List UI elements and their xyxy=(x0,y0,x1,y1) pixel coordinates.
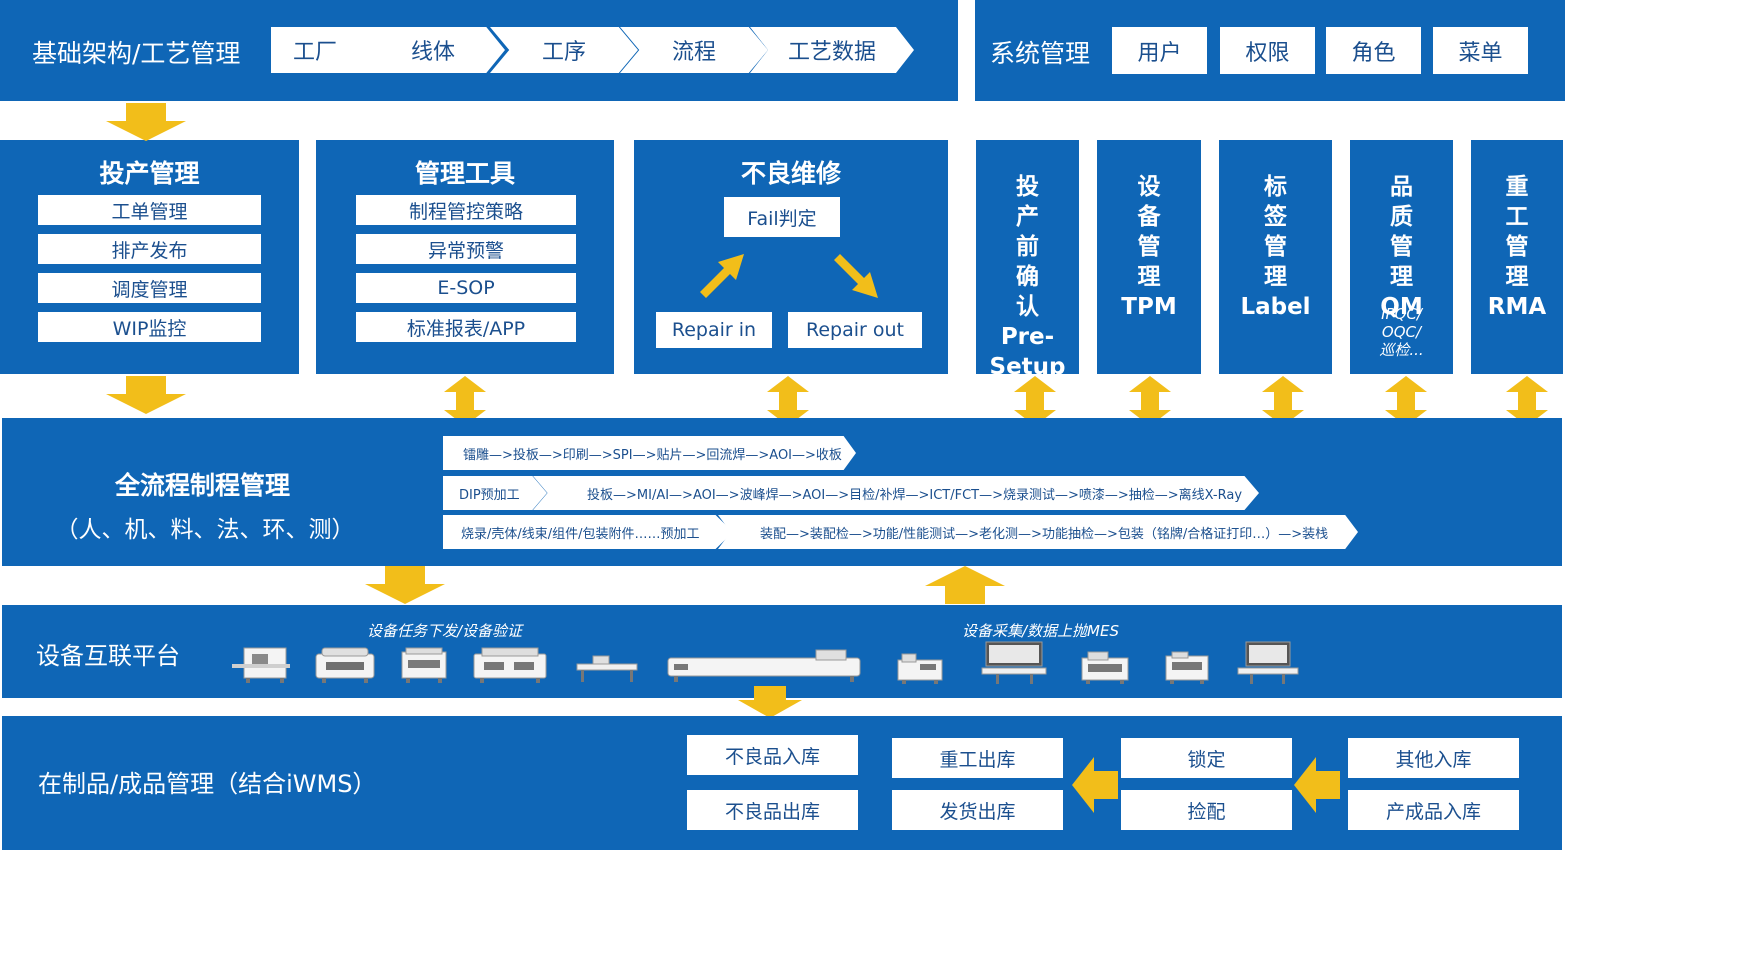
process-management-title: 基础架构/工艺管理 xyxy=(32,39,241,68)
down-arrow-top xyxy=(106,103,186,141)
wip-other-in-button[interactable]: 其他入库 xyxy=(1348,738,1519,778)
flow-dip-pre: DIP预加工 xyxy=(443,476,547,510)
double-arrow-tpm xyxy=(1129,376,1171,426)
down-arrow-production xyxy=(106,376,186,414)
step-operation[interactable]: 工序 xyxy=(490,27,638,73)
flow-assembly-pre: 烧录/壳体/线束/组件/包装附件……预加工 xyxy=(443,515,733,549)
label-mgmt-label: 标 签 管 理 Label xyxy=(1240,174,1311,320)
tpm-panel xyxy=(1097,140,1201,374)
ict-tester-icon xyxy=(897,653,943,684)
repair-title: 不良维修 xyxy=(740,159,841,188)
double-arrow-repair xyxy=(767,376,809,426)
rma-label: 重 工 管 理 RMA xyxy=(1487,174,1547,320)
repair-in-arrow xyxy=(700,254,744,298)
wip-defect-in-button[interactable]: 不良品入库 xyxy=(687,735,858,775)
flow-assembly: 装配—>装配检—>功能/性能测试—>老化测—>功能抽检—>包装（铭牌/合格证打印… xyxy=(718,515,1358,549)
fail-judge-box[interactable]: Fail判定 xyxy=(724,197,840,237)
reflow-machine-icon xyxy=(473,647,547,683)
flow-dip-text: 投板—>MI/AI—>AOI—>波峰焊—>AOI—>目检/补焊—>ICT/FCT… xyxy=(587,487,1243,503)
qm-sub-label: IPQC/ OQC/ 巡检... xyxy=(1379,305,1424,359)
equipment-caption-right: 设备采集/数据上抛MES xyxy=(962,622,1119,640)
tools-item-reports[interactable]: 标准报表/APP xyxy=(356,312,576,342)
full-process-title: 全流程制程管理 xyxy=(114,471,290,500)
double-arrow-pre-setup xyxy=(1014,376,1056,426)
double-arrow-label xyxy=(1262,376,1304,426)
left-arrow-wip-1 xyxy=(1072,757,1118,813)
tools-item-alert[interactable]: 异常预警 xyxy=(356,234,576,264)
wave-soldering-line-icon xyxy=(667,649,861,682)
fct-station-monitor-icon xyxy=(981,641,1047,684)
flow-smt: 镭雕—>投板—>印刷—>SPI—>贴片—>回流焊—>AOI—>收板 xyxy=(443,436,856,470)
qm-panel xyxy=(1350,140,1453,374)
flow-assembly-pre-text: 烧录/壳体/线束/组件/包装附件……预加工 xyxy=(461,526,700,542)
repair-out-box[interactable]: Repair out xyxy=(788,312,922,348)
repair-in-box[interactable]: Repair in xyxy=(656,312,772,348)
step-process-data[interactable]: 工艺数据 xyxy=(750,27,914,73)
flow-assembly-text: 装配—>装配检—>功能/性能测试—>老化测—>功能抽检—>包装（铭牌/合格证打印… xyxy=(760,526,1329,542)
wip-finished-in-button[interactable]: 产成品入库 xyxy=(1348,790,1519,830)
flow-dip-pre-text: DIP预加工 xyxy=(459,487,520,503)
tools-item-esop[interactable]: E-SOP xyxy=(356,273,576,303)
system-management-title: 系统管理 xyxy=(990,39,1091,68)
down-arrow-to-equipment xyxy=(365,566,445,604)
wip-lock-button[interactable]: 锁定 xyxy=(1121,738,1292,778)
production-item-wip-monitor[interactable]: WIP监控 xyxy=(38,312,261,342)
tools-item-strategy[interactable]: 制程管控策略 xyxy=(356,195,576,225)
system-users-button[interactable]: 用户 xyxy=(1112,27,1207,74)
system-menu-button[interactable]: 菜单 xyxy=(1433,27,1528,74)
mounter-machine-icon xyxy=(401,647,447,683)
production-title: 投产管理 xyxy=(99,159,200,188)
step-line[interactable]: 线体 xyxy=(361,27,505,73)
step-flow[interactable]: 流程 xyxy=(620,27,768,73)
equipment-title: 设备互联平台 xyxy=(36,642,180,670)
smt-printer-machine-icon xyxy=(232,647,290,683)
rma-panel xyxy=(1471,140,1563,374)
pre-setup-label: 投 产 前 确 认 Pre- Setup xyxy=(989,174,1066,380)
qm-label: 品 质 管 理 QM xyxy=(1380,174,1423,320)
down-arrow-to-wip xyxy=(738,686,802,718)
wip-title: 在制品/成品管理（结合iWMS） xyxy=(38,770,377,798)
double-arrow-qm xyxy=(1385,376,1427,426)
production-item-scheduling[interactable]: 排产发布 xyxy=(38,234,261,264)
pre-setup-panel xyxy=(976,140,1079,374)
wip-picking-button[interactable]: 捡配 xyxy=(1121,790,1292,830)
xray-machine-icon xyxy=(1165,651,1209,684)
step-factory[interactable]: 工厂 xyxy=(271,27,383,73)
flow-dip: 投板—>MI/AI—>AOI—>波峰焊—>AOI—>目检/补焊—>ICT/FCT… xyxy=(533,476,1259,510)
system-permissions-button[interactable]: 权限 xyxy=(1220,27,1315,74)
spi-machine-icon xyxy=(315,647,375,683)
tools-title: 管理工具 xyxy=(414,159,515,188)
wip-rework-out-button[interactable]: 重工出库 xyxy=(892,738,1063,778)
up-arrow-from-equipment xyxy=(925,566,1005,604)
left-arrow-wip-2 xyxy=(1294,757,1340,813)
double-arrow-rma xyxy=(1506,376,1548,426)
tpm-label: 设 备 管 理 TPM xyxy=(1121,174,1177,320)
repair-out-arrow xyxy=(834,254,878,298)
production-item-dispatch[interactable]: 调度管理 xyxy=(38,273,261,303)
wip-defect-out-button[interactable]: 不良品出库 xyxy=(687,790,858,830)
production-item-work-order[interactable]: 工单管理 xyxy=(38,195,261,225)
wip-ship-out-button[interactable]: 发货出库 xyxy=(892,790,1063,830)
packing-station-monitor-icon xyxy=(1237,641,1299,684)
full-process-subtitle: （人、机、料、法、环、测） xyxy=(55,517,355,543)
label-panel xyxy=(1219,140,1332,374)
burn-in-tester-icon xyxy=(1081,651,1129,684)
system-roles-button[interactable]: 角色 xyxy=(1326,27,1421,74)
conveyor-table-icon xyxy=(576,655,638,682)
double-arrow-tools xyxy=(444,376,486,426)
equipment-caption-left: 设备任务下发/设备验证 xyxy=(367,622,523,640)
flow-smt-text: 镭雕—>投板—>印刷—>SPI—>贴片—>回流焊—>AOI—>收板 xyxy=(463,447,842,463)
